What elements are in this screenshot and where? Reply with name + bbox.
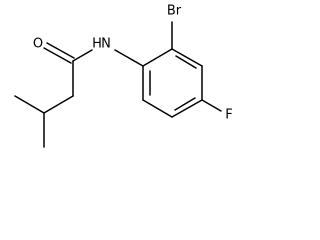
bond-ring-f (201, 99, 222, 112)
ring-bond-5 (142, 99, 173, 118)
atom-label-nitrogen-hydrogen: H (92, 37, 102, 52)
bond-carbonyl-c-o-1 (43, 47, 72, 64)
side-chain-bonds (14, 42, 144, 148)
bond-ch-methyl-left (14, 95, 45, 114)
structure-diagram: O H N Br F (14, 4, 233, 148)
atom-labels: O H N Br F (33, 4, 233, 123)
ring-bond-4 (171, 99, 203, 118)
ring-double-bond-inner-1 (175, 55, 197, 69)
bond-n-ring (114, 49, 144, 67)
atom-label-fluorine: F (225, 108, 232, 123)
ring-bond-2 (171, 48, 203, 67)
substituent-bonds (171, 21, 222, 112)
atom-label-nitrogen: N (101, 37, 111, 52)
ring-bond-1 (142, 48, 173, 67)
atom-label-oxygen: O (33, 37, 43, 52)
bond-ch2-ch (43, 95, 74, 114)
bond-carbonyl-c-o-2 (46, 42, 75, 59)
ring-double-bond-inner-2 (174, 97, 196, 111)
bond-carbonyl-c-n (72, 49, 93, 62)
atom-label-bromine: Br (167, 4, 182, 19)
benzene-ring (142, 48, 203, 118)
